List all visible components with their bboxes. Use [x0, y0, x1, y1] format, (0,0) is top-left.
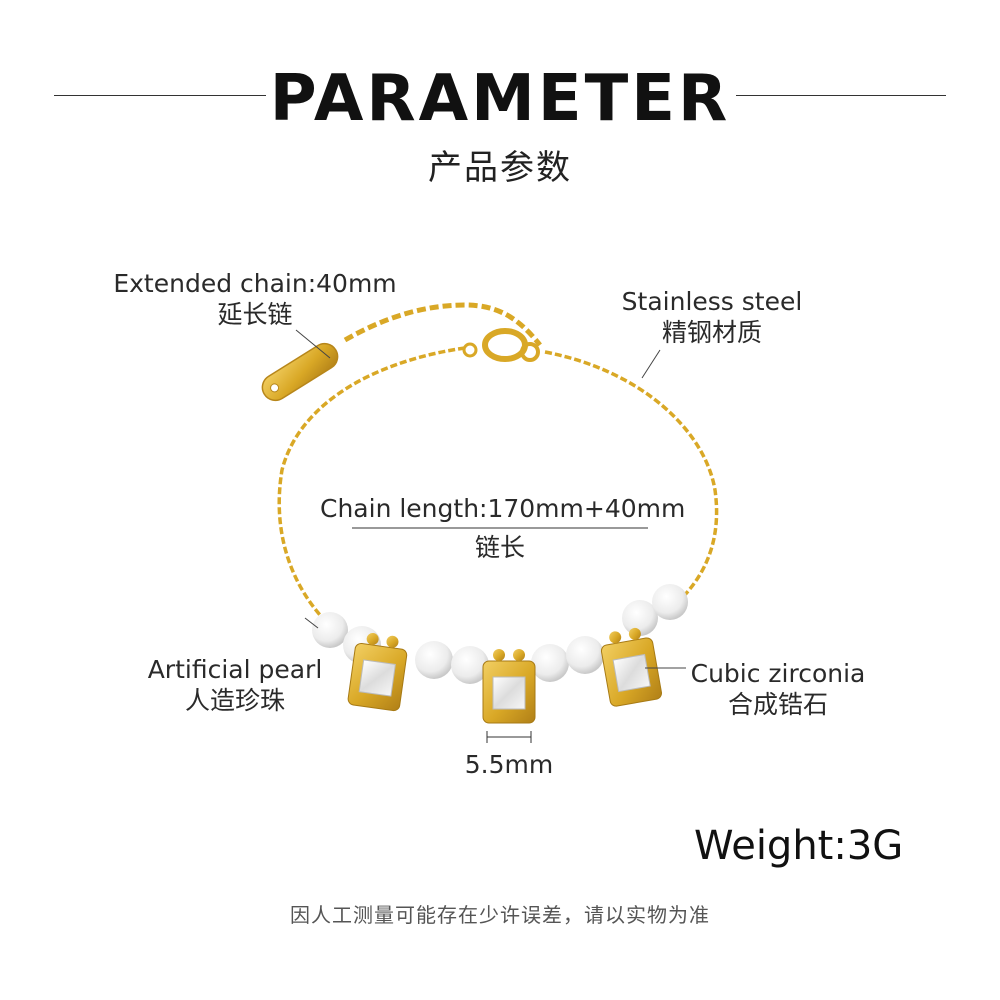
header-rule-right	[736, 95, 946, 96]
page-subtitle: 产品参数	[428, 148, 572, 188]
pendant-right	[600, 627, 663, 707]
label-cubic-zirconia: Cubic zirconia 合成锆石	[688, 658, 868, 720]
label-cubic-zirconia-en: Cubic zirconia	[690, 659, 866, 688]
label-extended-chain-cn: 延长链	[217, 300, 293, 329]
label-artificial-pearl-cn: 人造珍珠	[184, 686, 285, 715]
label-chain-length: Chain length:170mm+40mm 链长	[320, 493, 686, 563]
dimension-marker	[486, 731, 532, 743]
pendant-left	[347, 632, 408, 712]
leader-pearl	[304, 617, 319, 629]
pendant-center	[482, 649, 536, 724]
weight-label: Weight:3G	[694, 823, 904, 869]
label-cubic-zirconia-cn: 合成锆石	[727, 690, 828, 719]
label-stainless-steel: Stainless steel 精钢材质	[612, 286, 812, 348]
lobster-clasp	[462, 328, 540, 362]
label-artificial-pearl-en: Artificial pearl	[147, 655, 323, 684]
brand-tag	[261, 342, 339, 402]
header-rule-left	[54, 95, 266, 96]
chain-right	[544, 350, 719, 602]
label-chain-length-en: Chain length:170mm+40mm	[320, 494, 686, 523]
footer-note: 因人工测量可能存在少许误差，请以实物为准	[290, 903, 710, 927]
extended-chain	[343, 302, 542, 347]
label-chain-length-cn: 链长	[474, 533, 525, 562]
label-stainless-steel-cn: 精钢材质	[661, 318, 762, 347]
leader-extended-chain	[295, 329, 331, 359]
label-extended-chain-en: Extended chain:40mm	[113, 269, 397, 298]
label-artificial-pearl: Artificial pearl 人造珍珠	[140, 654, 330, 716]
page-title: PARAMETER	[269, 62, 731, 136]
chain-left	[277, 346, 466, 617]
label-stainless-steel-en: Stainless steel	[621, 287, 803, 316]
label-extended-chain: Extended chain:40mm 延长链	[110, 268, 400, 330]
leader-stainless-steel	[641, 349, 661, 379]
label-pendant-size: 5.5mm	[464, 750, 554, 779]
